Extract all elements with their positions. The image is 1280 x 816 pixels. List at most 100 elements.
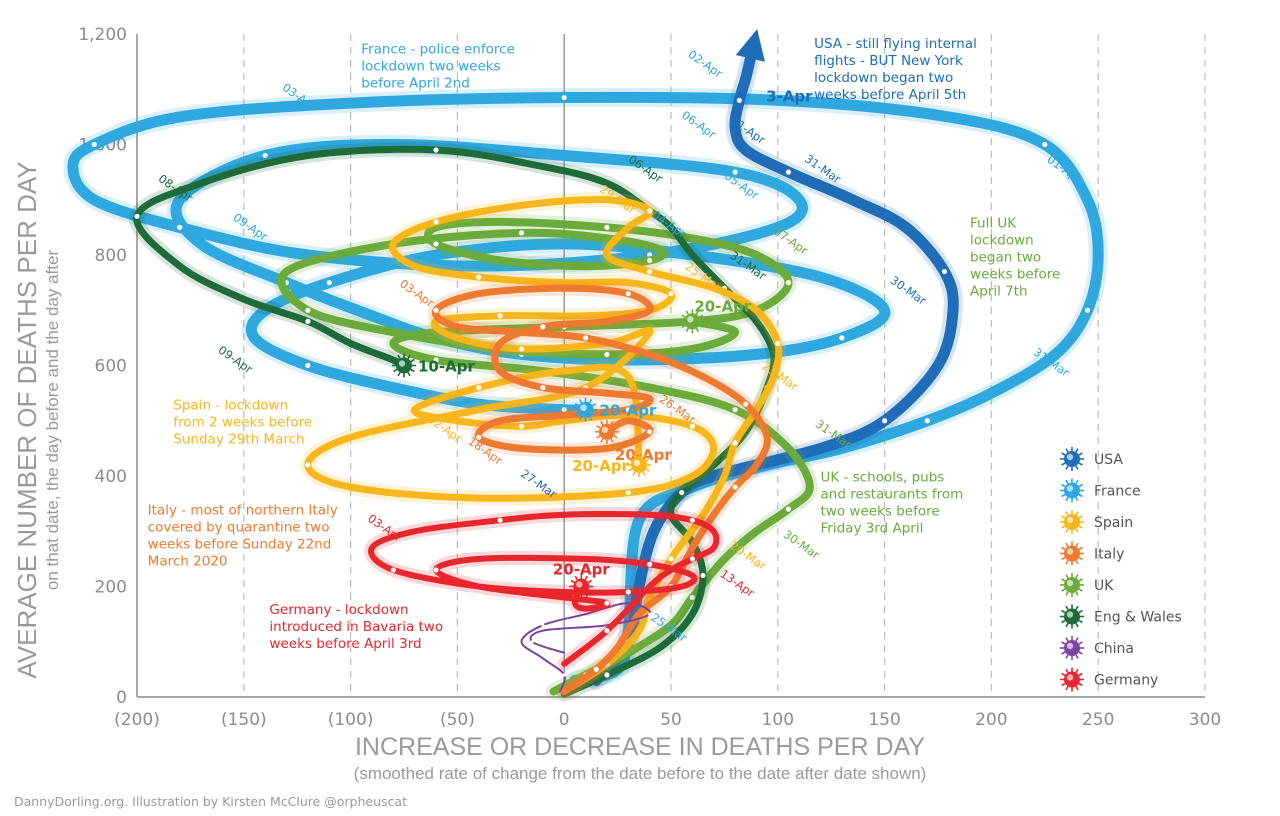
- data-point: [647, 208, 653, 214]
- virus-spike: [1061, 515, 1066, 519]
- y-tick-label: 1,200: [78, 25, 127, 45]
- data-point: [433, 147, 439, 153]
- legend-germany-icon: [1060, 667, 1084, 692]
- legend-label: UK: [1094, 578, 1114, 594]
- series-layer: [63, 29, 1108, 702]
- data-point: [262, 152, 268, 159]
- annotation-line: weeks before Sunday 22nd: [148, 537, 332, 553]
- virus-spike: [1065, 637, 1069, 642]
- virus-spike: [685, 327, 690, 333]
- annotation-line: lockdown two weeks: [361, 58, 500, 74]
- virus-spike: [1075, 605, 1079, 610]
- virus-spike: [1061, 672, 1066, 677]
- data-point: [668, 291, 674, 297]
- data-point: [390, 567, 396, 573]
- virus-spike: [1075, 542, 1079, 547]
- data-point: [433, 357, 439, 363]
- virus-spike: [584, 593, 588, 598]
- end-date-label: 10-Apr: [418, 358, 475, 376]
- y-axis-title: AVERAGE NUMBER OF DEATHS PER DAY: [12, 161, 42, 678]
- x-axis-subtitle: (smoothed rate of change from the date b…: [354, 764, 927, 783]
- series-line: [304, 196, 783, 695]
- date-label: 06-Apr: [679, 108, 719, 142]
- data-point: [305, 307, 311, 313]
- virus-spike: [1078, 641, 1083, 645]
- virus-spike: [632, 454, 636, 459]
- virus-spike: [592, 403, 597, 407]
- virus-spike: [588, 416, 593, 421]
- virus-marker-icon: [680, 309, 705, 334]
- virus-spike: [592, 413, 597, 417]
- virus-spike: [1061, 682, 1066, 687]
- data-point: [593, 666, 599, 672]
- x-tick-label: 100: [762, 710, 794, 730]
- data-point: [582, 335, 589, 341]
- virus-spike: [698, 314, 704, 318]
- annotation-line: introduced in Bavaria two: [269, 619, 443, 635]
- series-spain: [300, 192, 787, 699]
- data-point: [540, 385, 546, 391]
- virus-spike: [596, 425, 601, 429]
- virus-spike: [600, 421, 604, 426]
- annotation-line: weeks before April 3rd: [269, 636, 421, 652]
- y-tick-label: 600: [95, 357, 127, 377]
- annotation-line: weeks before April 5th: [814, 87, 966, 103]
- x-tick-label: (100): [328, 710, 374, 730]
- virus-spike: [1061, 462, 1066, 466]
- virus-highlight: [1066, 516, 1074, 524]
- virus-spike: [574, 413, 580, 417]
- virus-spike: [1075, 668, 1079, 673]
- virus-spike: [1078, 578, 1083, 582]
- data-point: [625, 407, 631, 413]
- data-point: [433, 219, 439, 225]
- virus-spike: [393, 368, 398, 373]
- end-date-label: 3-Apr: [766, 88, 813, 106]
- virus-spike: [574, 403, 580, 407]
- virus-highlight: [633, 459, 641, 467]
- series-usa: [586, 41, 963, 690]
- virus-spike: [642, 454, 646, 459]
- virus-spike: [1061, 493, 1066, 498]
- annotation-line: UK - schools, pubs: [821, 470, 945, 486]
- x-tick-label: (50): [440, 710, 475, 730]
- annotation-line: lockdown began two: [814, 70, 953, 86]
- virus-spike: [1078, 588, 1083, 592]
- data-point: [625, 291, 631, 297]
- x-tick-label: 300: [1189, 710, 1221, 730]
- virus-spike: [1065, 686, 1069, 691]
- virus-spike: [1061, 641, 1066, 645]
- legend-label: Spain: [1094, 515, 1133, 531]
- virus-spike: [1078, 483, 1083, 488]
- data-point: [785, 280, 792, 286]
- series-uk: [273, 213, 818, 700]
- virus-spike: [397, 372, 401, 377]
- virus-highlight: [1066, 453, 1074, 461]
- data-point: [433, 567, 439, 573]
- end-date-label: 20-Apr: [600, 402, 657, 420]
- data-point: [736, 97, 742, 103]
- data-point: [177, 224, 183, 230]
- legend-spain-icon: [1060, 510, 1084, 534]
- legend-label: Eng & Wales: [1094, 610, 1182, 626]
- annotation-line: from 2 weeks before: [173, 415, 312, 431]
- data-point: [326, 280, 332, 286]
- x-tick-label: 50: [660, 710, 682, 730]
- data-point: [689, 556, 695, 562]
- virus-spike: [397, 354, 401, 359]
- y-tick-label: 400: [95, 467, 127, 487]
- data-point: [518, 423, 525, 429]
- virus-spike: [587, 579, 593, 584]
- legend-france-icon: [1060, 478, 1084, 503]
- series-italy: [428, 280, 775, 699]
- data-point: [647, 257, 653, 264]
- virus-highlight: [1066, 611, 1074, 618]
- annotation-line: began two: [970, 249, 1041, 265]
- series-germany: [364, 507, 724, 671]
- virus-spike: [410, 368, 415, 373]
- data-point: [732, 440, 738, 446]
- virus-marker-icon: [392, 353, 416, 378]
- virus-spike: [600, 438, 604, 443]
